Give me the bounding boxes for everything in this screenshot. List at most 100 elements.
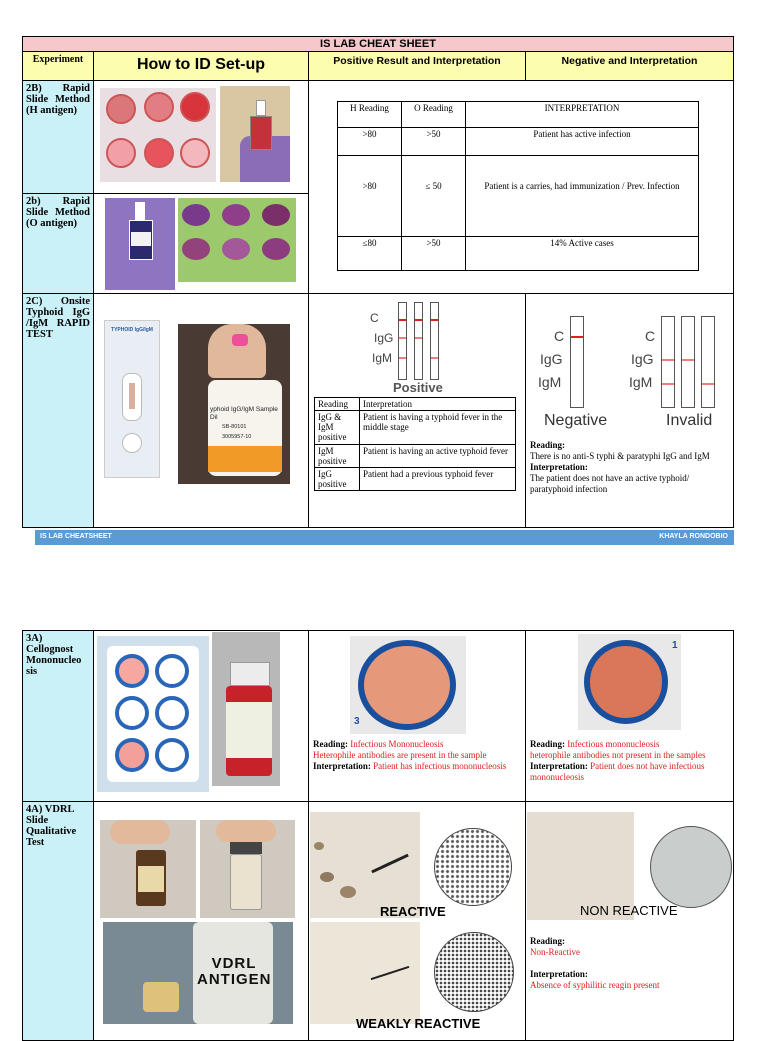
experiment-3a-cellognost: 3A) Cellognost Mononucleo sis: [22, 630, 94, 802]
neg-interp-text: The patient does not have an active typh…: [530, 473, 690, 494]
widal-cell: Patient is a carries, had immunization /…: [465, 155, 699, 237]
widal-cell: >50: [401, 236, 466, 271]
o-antigen-bottle-photo: [105, 198, 175, 290]
bottle-lot-2: 3005957-10: [222, 434, 252, 440]
neg-interp-label: Interpretation:: [530, 462, 588, 472]
widal-cell: >80: [337, 155, 402, 237]
vdrl-reactive-label: REACTIVE: [380, 904, 446, 919]
header-setup: How to ID Set-up: [93, 51, 309, 81]
typhoid-table-cell: IgG & IgM positive: [314, 410, 360, 445]
invalid-strip-3: [701, 316, 715, 408]
typhoid-diluent-bottle-photo: yphoid IgG/IgM Sample Dil SB-80101 30059…: [178, 324, 290, 484]
mono-neg-interp-label: Interpretation:: [530, 761, 588, 771]
footer-left: IS LAB CHEATSHEET: [40, 533, 112, 540]
cellognost-slide-photo: [97, 636, 209, 792]
mono-photo-number-2: 1: [672, 640, 678, 651]
vdrl-antigen-bottle-photo: VDRL ANTIGEN: [103, 922, 293, 1024]
neg-reading-text: There is no anti-S typhi & paratyphi IgG…: [530, 451, 710, 461]
vdrl-nonreactive-circle: [650, 826, 732, 908]
typhoid-table-header: Reading: [314, 397, 360, 411]
invalid-strip-label-igg: IgG: [631, 351, 654, 367]
o-antigen-slide-photo: [178, 198, 296, 282]
cellognost-bottle-photo: [212, 632, 280, 786]
header-positive: Positive Result and Interpretation: [308, 51, 526, 81]
typhoid-table-cell: Patient had a previous typhoid fever: [359, 467, 516, 491]
mono-photo-number: 3: [354, 716, 360, 727]
mono-pos-interp-label: Interpretation:: [313, 761, 371, 771]
mono-neg-reading: Infectious mononucleosis: [567, 739, 660, 749]
widal-cell: 14% Active cases: [465, 236, 699, 271]
experiment-2b-h-antigen: 2B) Rapid Slide Method (H antigen): [22, 80, 94, 194]
bottle-lot-1: SB-80101: [222, 424, 247, 430]
vdrl-weakly-reactive-microscope: [310, 922, 420, 1024]
widal-cell: >80: [337, 127, 402, 156]
experiment-2b-o-antigen: 2b) Rapid Slide Method (O antigen): [22, 193, 94, 294]
mono-negative-text: Reading: Infectious mononucleosis hetero…: [530, 739, 730, 783]
header-negative: Negative and Interpretation: [525, 51, 734, 81]
vdrl-negative-text: Reading: Non-Reactive Interpretation: Ab…: [530, 936, 728, 991]
widal-interpretation-table: H Reading O Reading INTERPRETATION >80 >…: [337, 101, 699, 271]
typhoid-positive-table: Reading Interpretation IgG & IgM positiv…: [314, 397, 516, 491]
positive-strip-label-c: C: [370, 311, 379, 325]
footer-right: KHAYLA RONDOBIO: [659, 533, 728, 540]
header-experiment: Experiment: [22, 51, 94, 81]
vdrl-bottle-text: VDRL ANTIGEN: [197, 955, 272, 988]
vdrl-nonreactive-microscope: [527, 812, 634, 920]
widal-cell: ≤80: [337, 236, 402, 271]
vdrl-nonreactive-label: NON REACTIVE: [580, 903, 678, 918]
mono-positive-text: Reading: Infectious Mononucleosis Hetero…: [313, 739, 521, 772]
mono-neg-reading-label: Reading:: [530, 739, 566, 749]
vdrl-dropper-photo-2: [200, 820, 295, 918]
positive-strip-1: [398, 302, 407, 380]
vdrl-reading: Non-Reactive: [530, 947, 580, 957]
widal-cell: ≤ 50: [401, 155, 466, 237]
mono-neg-interp: Patient does not have infectious mononuc…: [530, 761, 705, 782]
widal-cell: Patient has active infection: [465, 127, 699, 156]
typhoid-negative-text: Reading: There is no anti-S typhi & para…: [530, 440, 728, 495]
experiment-2c-typhoid: 2C) Onsite Typhoid IgG /IgM RAPID TEST: [22, 293, 94, 528]
invalid-caption: Invalid: [666, 412, 713, 429]
widal-header-h: H Reading: [337, 101, 402, 128]
positive-caption: Positive: [393, 380, 443, 395]
page-footer: IS LAB CHEATSHEET KHAYLA RONDOBIO: [35, 530, 734, 545]
widal-cell: >50: [401, 127, 466, 156]
widal-header-o: O Reading: [401, 101, 466, 128]
widal-header-interpretation: INTERPRETATION: [465, 101, 699, 128]
divider-line: [93, 193, 309, 194]
invalid-strip-label-igm: IgM: [629, 374, 653, 390]
mono-neg-detail: heterophile antibodies not present in th…: [530, 750, 706, 760]
vdrl-weakly-reactive-circle: [434, 932, 514, 1012]
h-antigen-slide-photo: [100, 88, 216, 182]
vdrl-reactive-circle: [434, 828, 512, 906]
invalid-strip-label-c: C: [645, 328, 656, 344]
mono-pos-interp: Patient has infectious mononucleosis: [373, 761, 507, 771]
positive-strip-label-igm: IgM: [372, 351, 393, 365]
negative-strip-label-c: C: [554, 328, 565, 344]
typhoid-table-cell: IgG positive: [314, 467, 360, 491]
mono-positive-photo: 3: [350, 636, 466, 734]
negative-caption: Negative: [544, 412, 608, 429]
mono-negative-photo: 1: [578, 634, 681, 730]
vdrl-reactive-microscope: [310, 812, 420, 918]
vdrl-interp-label: Interpretation:: [530, 969, 588, 979]
positive-strip-2: [414, 302, 423, 380]
experiment-4a-vdrl: 4A) VDRL Slide Qualitative Test: [22, 801, 94, 1041]
neg-reading-label: Reading:: [530, 440, 566, 450]
vdrl-reading-label: Reading:: [530, 936, 566, 946]
vdrl-interp: Absence of syphilitic reagin present: [530, 980, 660, 990]
cassette-label: TYPHOID IgG/IgM: [111, 327, 153, 333]
sheet-title: IS LAB CHEAT SHEET: [22, 36, 734, 52]
negative-strip: [570, 316, 584, 408]
typhoid-negative-cell: [525, 293, 734, 528]
mono-pos-reading: Infectious Mononucleosis: [350, 739, 444, 749]
mono-pos-detail: Heterophile antibodies are present in th…: [313, 750, 487, 760]
invalid-strip-1: [661, 316, 675, 408]
typhoid-cassette-photo: TYPHOID IgG/IgM: [104, 320, 160, 478]
h-antigen-bottle-photo: [220, 86, 290, 182]
negative-strip-label-igg: IgG: [540, 351, 563, 367]
typhoid-table-cell: Patient is having a typhoid fever in the…: [359, 410, 516, 445]
typhoid-table-header: Interpretation: [359, 397, 516, 411]
negative-strip-label-igm: IgM: [538, 374, 562, 390]
invalid-strip-2: [681, 316, 695, 408]
typhoid-table-cell: Patient is having an active typhoid feve…: [359, 444, 516, 468]
